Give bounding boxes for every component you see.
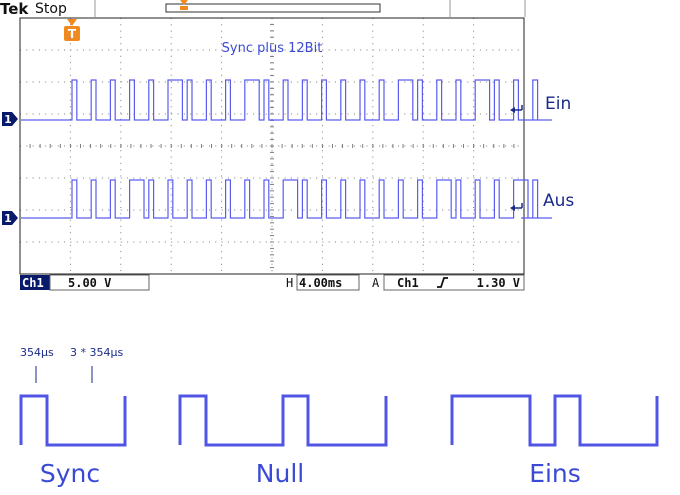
rising-edge-icon — [437, 277, 448, 288]
oscilloscope-screen: Tek Stop T Sync plus 12Bit 11 Ein Aus Ch… — [0, 0, 574, 291]
trigger-channel: Ch1 — [397, 276, 419, 290]
symbol-waveform-zero — [178, 394, 388, 447]
trace-arrow-icon — [510, 105, 523, 113]
svg-text:1: 1 — [4, 113, 12, 126]
symbol-waveform-one — [450, 394, 659, 447]
channel-1-marker: 1 — [2, 211, 18, 225]
signal-trace — [21, 79, 552, 121]
symbol-label-null: Null — [256, 459, 304, 488]
horizontal-label: H — [286, 276, 293, 290]
trigger-position-marker: T — [64, 19, 80, 41]
signal-trace — [21, 179, 552, 219]
brand-label: Tek — [0, 0, 29, 18]
trace-arrow-icon — [510, 203, 523, 211]
symbol-label-eins: Eins — [529, 459, 581, 488]
trace-area — [21, 79, 552, 219]
legend-diagram: 354µs 3 * 354µs Sync Null Eins — [19, 346, 659, 488]
svg-text:1: 1 — [4, 212, 12, 225]
record-position-bar — [165, 0, 381, 13]
channel-1-marker: 1 — [2, 112, 18, 126]
trigger-mode: A — [372, 276, 380, 290]
trace-label-ein: Ein — [545, 94, 571, 114]
channel-markers: 11 — [2, 112, 18, 225]
long-pulse-label: 3 * 354µs — [70, 346, 123, 359]
short-pulse-label: 354µs — [20, 346, 54, 359]
symbol-waveforms — [19, 394, 659, 447]
volts-per-div: 5.00 V — [68, 276, 111, 290]
acquisition-status: Stop — [35, 1, 67, 17]
symbol-waveform-sync — [19, 394, 127, 447]
svg-text:T: T — [68, 27, 77, 41]
trigger-level: 1.30 V — [477, 276, 520, 290]
graticule — [19, 17, 525, 274]
time-per-div: 4.00ms — [299, 276, 342, 290]
symbol-label-sync: Sync — [40, 459, 100, 488]
trace-label-aus: Aus — [543, 191, 574, 211]
screen-title: Sync plus 12Bit — [222, 41, 323, 56]
status-channel: Ch1 — [22, 276, 44, 290]
status-bar: Ch1 5.00 V H 4.00ms A Ch1 1.30 V — [20, 274, 525, 291]
screen-border — [19, 17, 525, 275]
